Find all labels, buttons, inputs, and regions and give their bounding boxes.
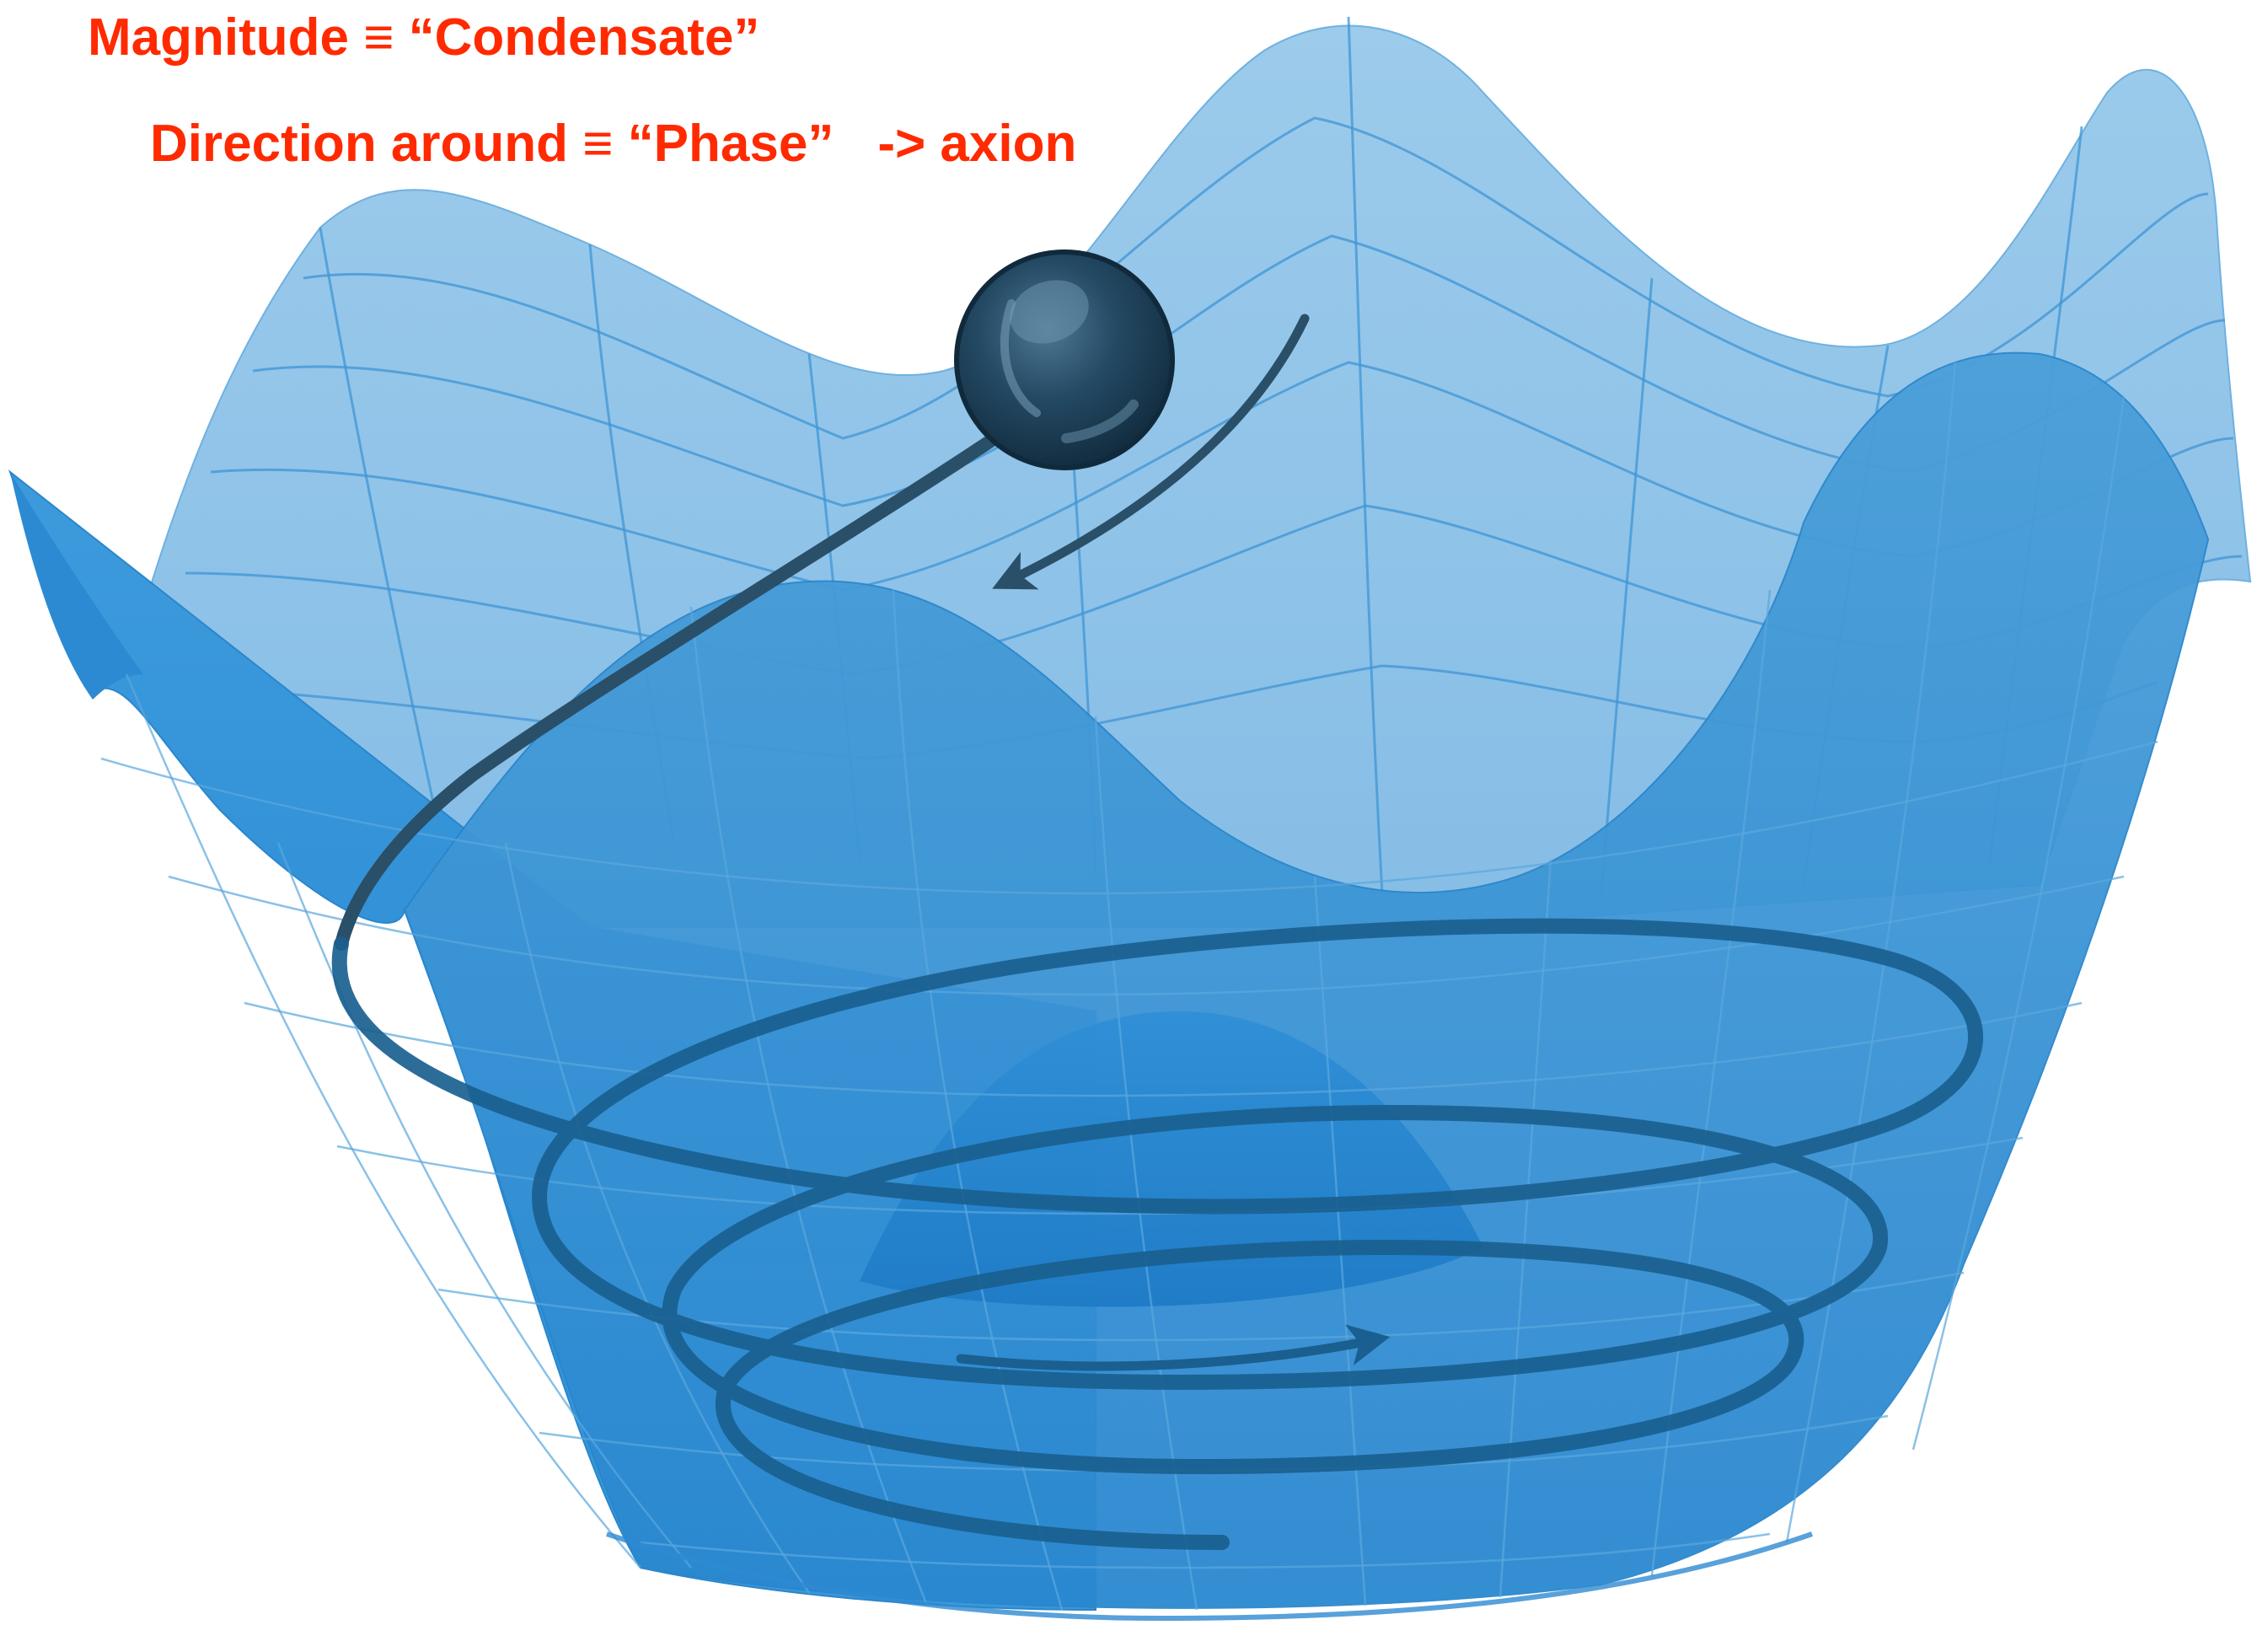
axion-text: -> axion [877,115,1077,173]
trajectory-loop-1 [331,918,1984,1550]
direction-annotation: Direction around ≡ “Phase” -> axion [150,118,1076,170]
ball-trajectory [331,432,1984,1550]
bowl-bottom-rim [606,1531,1813,1622]
magnitude-annotation: Magnitude ≡ “Condensate” [88,12,759,64]
magnitude-text: Magnitude ≡ “Condensate” [88,8,760,67]
phase-arrow-bottom-icon [956,1324,1391,1371]
phase-arrow-top-icon [992,314,1310,590]
trajectory-descent [335,432,1001,951]
inner-peak [860,1011,1483,1307]
direction-text: Direction around ≡ “Phase” [150,115,834,173]
ball-icon [954,249,1175,470]
left-lip [10,472,143,700]
